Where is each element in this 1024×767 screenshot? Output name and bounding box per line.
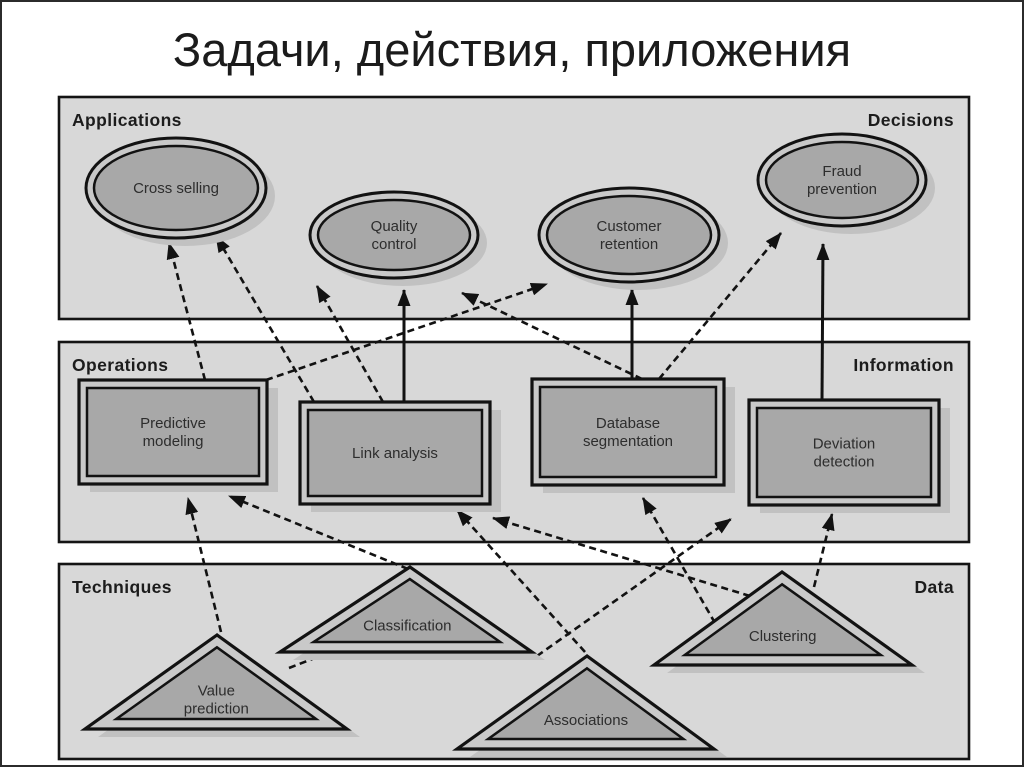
fraud-prevention-inner — [764, 140, 920, 220]
node-associations: Associations — [452, 654, 727, 757]
arrow-deviation-detection-to-fraud-prevention — [816, 243, 830, 401]
band-label-decisions: Decisions — [868, 110, 954, 130]
band-label-operations: Operations — [72, 355, 168, 375]
node-cross-selling: Cross selling — [84, 136, 275, 246]
arrows-layer — [166, 232, 835, 658]
associations-label: Associations — [544, 712, 628, 729]
clustering-label: Clustering — [749, 628, 817, 645]
cross-selling-label: Cross selling — [133, 180, 219, 197]
arrow-predictive-modeling-to-customer-retention — [265, 282, 548, 382]
band-label-techniques: Techniques — [72, 577, 172, 597]
customer-retention-inner — [545, 194, 713, 276]
clustering-inner — [680, 582, 885, 657]
arrow-predictive-modeling-to-cross-selling — [166, 242, 207, 381]
band-label-applications: Applications — [72, 110, 182, 130]
arrow-clustering-to-link-analysis — [492, 516, 751, 598]
classification-inner — [309, 577, 505, 644]
slide-title: Задачи, действия, приложения — [172, 23, 852, 76]
arrow-classification-to-predictive-modeling — [228, 494, 409, 571]
arrow-clustering-to-deviation-detection — [812, 513, 835, 588]
associations-inner — [484, 666, 688, 741]
arrow-clustering-to-database-segmentation — [641, 497, 717, 624]
arrow-associations-to-link-analysis — [456, 509, 586, 653]
node-classification: Classification — [274, 565, 545, 660]
database-segmentation-inner — [538, 385, 718, 479]
quality-control-inner — [316, 198, 472, 272]
classification-label: Classification — [363, 618, 451, 635]
node-clustering: Clustering — [649, 570, 925, 673]
predictive-modeling-inner — [85, 386, 261, 478]
value-prediction-inner — [112, 645, 320, 721]
link-analysis-inner — [306, 408, 484, 498]
deviation-detection-inner — [755, 406, 933, 499]
arrow-database-segmentation-to-fraud-prevention — [658, 232, 782, 380]
link-analysis-label: Link analysis — [352, 445, 438, 462]
arrow-classification-to-deviation-detection — [536, 517, 732, 658]
arrow-value-prediction-to-predictive-modeling — [185, 497, 223, 633]
cross-selling-inner — [92, 144, 260, 232]
band-label-information: Information — [853, 355, 954, 375]
arrow-link-analysis-to-cross-selling — [214, 235, 316, 403]
band-label-data: Data — [914, 577, 954, 597]
arrow-database-segmentation-to-quality-control — [461, 291, 643, 381]
node-link-analysis: Link analysis — [298, 400, 501, 512]
